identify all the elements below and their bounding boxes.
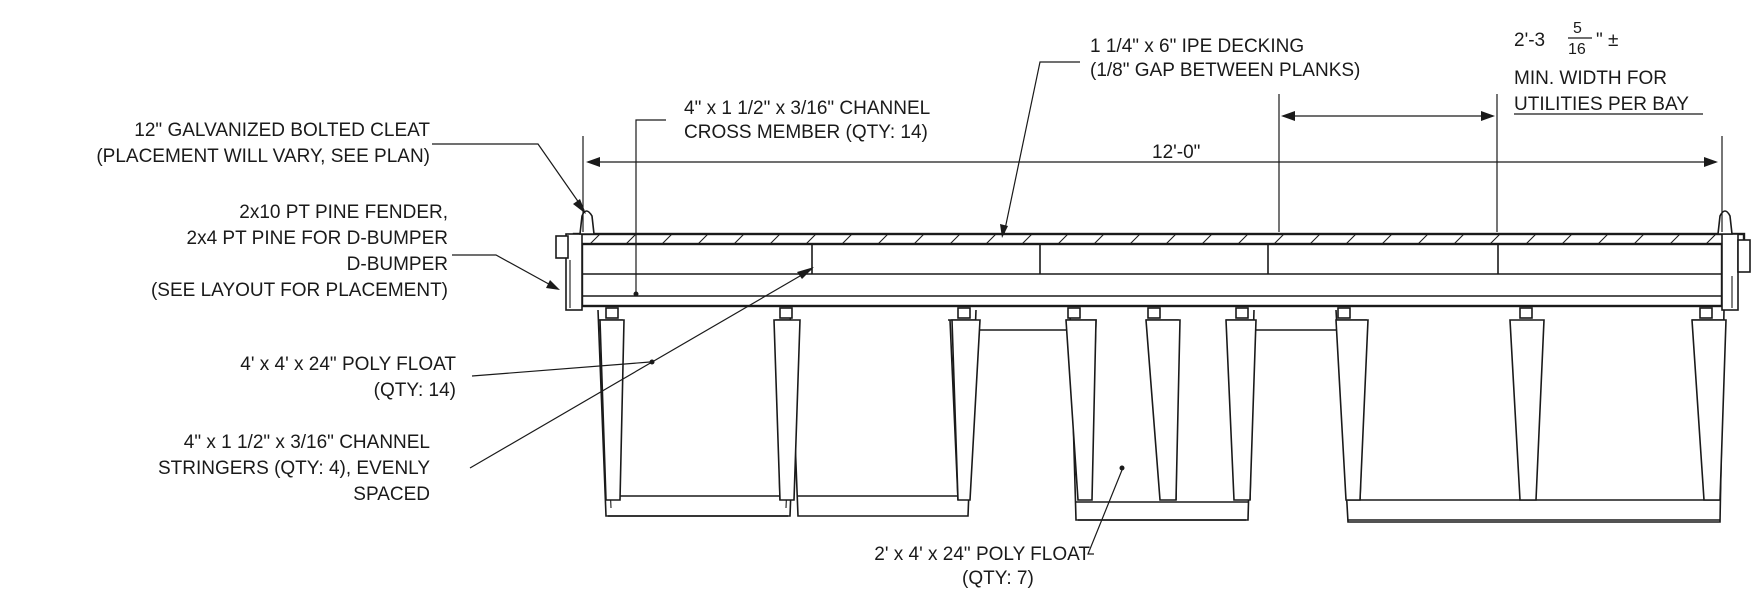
- label-utilities: MIN. WIDTH FOR UTILITIES PER BAY: [1514, 68, 1703, 115]
- label-fender-line2: 2x4 PT PINE FOR D-BUMPER: [187, 228, 448, 249]
- label-cross-member-line1: 4" x 1 1/2" x 3/16" CHANNEL: [684, 98, 930, 119]
- label-utilities-line1: MIN. WIDTH FOR: [1514, 68, 1667, 89]
- label-utilities-line2: UTILITIES PER BAY: [1514, 94, 1689, 115]
- bay-width-denominator: 16: [1568, 41, 1586, 58]
- bay-width-dimension: 2'-3 5 16 " ±: [1514, 20, 1618, 58]
- label-float-small-line2: (QTY: 7): [962, 568, 1034, 589]
- bay-width-suffix: " ±: [1596, 30, 1618, 51]
- dimension-lines: [582, 94, 1723, 232]
- label-stringers-line2: STRINGERS (QTY: 4), EVENLY: [158, 458, 430, 479]
- label-cross-member-line2: CROSS MEMBER (QTY: 14): [684, 122, 928, 143]
- stringer-brackets: [605, 307, 1713, 319]
- label-decking-line2: (1/8" GAP BETWEEN PLANKS): [1090, 60, 1360, 81]
- label-fender: 2x10 PT PINE FENDER, 2x4 PT PINE FOR D-B…: [151, 202, 448, 301]
- leader-lines: [432, 61, 1125, 555]
- label-fender-line1: 2x10 PT PINE FENDER,: [239, 202, 448, 223]
- label-decking: 1 1/4" x 6" IPE DECKING (1/8" GAP BETWEE…: [1090, 36, 1360, 81]
- label-fender-line4: (SEE LAYOUT FOR PLACEMENT): [151, 280, 448, 301]
- bay-width-numerator: 5: [1573, 20, 1582, 37]
- label-stringers-line3: SPACED: [353, 484, 430, 505]
- label-float-large-line2: (QTY: 14): [374, 380, 456, 401]
- overall-width-dimension: 12'-0": [1152, 142, 1200, 163]
- label-fender-line3: D-BUMPER: [347, 254, 448, 275]
- label-float-large: 4' x 4' x 24" POLY FLOAT (QTY: 14): [240, 354, 456, 401]
- label-float-small-line1: 2' x 4' x 24" POLY FLOAT: [874, 544, 1090, 565]
- label-cleat-line2: (PLACEMENT WILL VARY, SEE PLAN): [96, 146, 430, 167]
- float-walls: [599, 319, 1727, 501]
- label-float-large-line1: 4' x 4' x 24" POLY FLOAT: [240, 354, 456, 375]
- cleat-left: [579, 210, 595, 235]
- label-stringers-line1: 4" x 1 1/2" x 3/16" CHANNEL: [184, 432, 430, 453]
- poly-float-large-left-2: [789, 309, 977, 517]
- cleat-right: [1717, 210, 1733, 235]
- bay-width-whole: 2'-3: [1514, 30, 1545, 51]
- fender-left: [555, 233, 583, 311]
- poly-float-large-left: [597, 309, 799, 517]
- label-stringers: 4" x 1 1/2" x 3/16" CHANNEL STRINGERS (Q…: [158, 432, 430, 505]
- label-decking-line1: 1 1/4" x 6" IPE DECKING: [1090, 36, 1304, 57]
- label-cleat-line1: 12" GALVANIZED BOLTED CLEAT: [134, 120, 430, 141]
- label-float-small: 2' x 4' x 24" POLY FLOAT (QTY: 7): [874, 544, 1090, 589]
- label-cross-member: 4" x 1 1/2" x 3/16" CHANNEL CROSS MEMBER…: [684, 98, 930, 143]
- label-cleat: 12" GALVANIZED BOLTED CLEAT (PLACEMENT W…: [96, 120, 430, 167]
- ipe-decking: [572, 232, 1746, 246]
- dock-structure: [555, 210, 1751, 523]
- channel-cross-member: [580, 240, 1724, 308]
